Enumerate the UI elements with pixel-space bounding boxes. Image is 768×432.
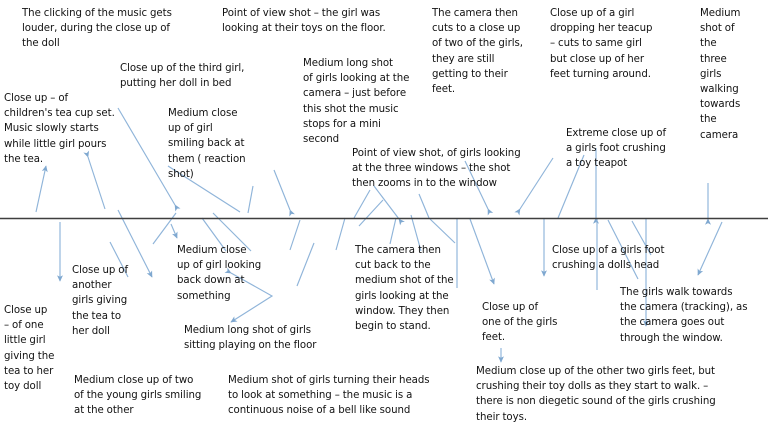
shot-note-above-3: The camera then cuts to a close up of tw… xyxy=(432,8,523,96)
shot-note-below-8: Medium long shot of girls sitting playin… xyxy=(184,325,317,352)
shot-note-above-4: Close up of a girl dropping her teacup –… xyxy=(550,8,653,80)
connector-arrow-15 xyxy=(296,242,315,287)
connector-arrow-13 xyxy=(273,169,295,217)
connector-arrow-17 xyxy=(353,189,371,219)
connector-arrow-14 xyxy=(289,219,301,251)
shot-note-below-2: The camera then cut back to the medium s… xyxy=(355,245,454,333)
shot-note-above-6: Close up of the third girl, putting her … xyxy=(120,63,245,90)
shot-note-below-3: Close up of a girls foot crushing a doll… xyxy=(552,245,665,272)
shot-note-above-7: Medium long shot of girls looking at the… xyxy=(303,58,410,146)
connector-arrow-22 xyxy=(418,193,430,219)
shot-note-below-5: The girls walk towards the camera (track… xyxy=(620,287,748,344)
connector-arrow-24 xyxy=(429,218,456,244)
shot-note-above-5: Medium shot of the three girls walking t… xyxy=(700,8,741,141)
connector-arrow-18 xyxy=(358,199,384,227)
shot-note-below-7: Close up – of one little girl giving the… xyxy=(4,305,55,393)
shot-note-above-9: Medium close up of girl smiling back at … xyxy=(168,108,246,180)
connector-arrow-19 xyxy=(389,217,397,245)
shot-note-above-10: Extreme close up of a girls foot crushin… xyxy=(566,128,667,170)
shot-note-below-11: Medium close up of the other two girls f… xyxy=(476,366,716,423)
shot-note-below-6: Close up of one of the girls feet. xyxy=(482,302,558,344)
connector-arrow-16 xyxy=(335,217,346,251)
shot-note-above-8: Close up – of children's tea cup set. Mu… xyxy=(4,93,115,165)
shot-note-below-9: Medium close up of two of the young girl… xyxy=(74,375,202,417)
shot-note-below-1: Medium close up of girl looking back dow… xyxy=(177,245,262,302)
shot-note-below-4: Close up of another girls giving the tea… xyxy=(72,265,129,337)
shot-note-above-1: The clicking of the music gets louder, d… xyxy=(22,8,172,50)
shot-note-above-11: Point of view shot, of girls looking at … xyxy=(352,148,521,190)
connector-arrow-38 xyxy=(247,185,254,214)
connector-arrow-7 xyxy=(152,212,177,245)
shot-note-above-2: Point of view shot – the girl was lookin… xyxy=(222,8,386,35)
connector-arrow-10 xyxy=(170,223,178,239)
connector-arrow-1 xyxy=(35,165,48,213)
shot-note-below-10: Medium shot of girls turning their heads… xyxy=(228,375,430,417)
